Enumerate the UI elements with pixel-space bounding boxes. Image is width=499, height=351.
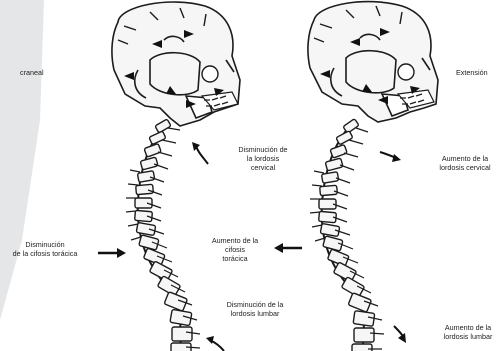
left-thoracic-right-line-3: torácica [196, 254, 274, 263]
left-cervical-line-2: la lordosis [226, 154, 300, 163]
right-lumbar-line-2: lordosis lumbar [434, 332, 499, 341]
left-lumbar-label: Disminución de la lordosis lumbar [210, 300, 300, 318]
right-lumbar-label: Aumento de la lordosis lumbar [434, 323, 499, 341]
left-arrow-icon-thoracic-left [98, 248, 126, 258]
right-spine-icon [310, 119, 384, 351]
left-skull-icon [112, 2, 240, 126]
left-arrow-icon-cervical [192, 142, 208, 164]
right-cervical-label: Aumento de la lordosis cervical [428, 154, 499, 172]
right-top-label: Extensión [456, 68, 488, 77]
left-thoracic-left-label: Disminución de la cifosis torácica [0, 240, 90, 258]
left-spine-icon [126, 119, 200, 351]
left-cervical-line-3: cervical [226, 163, 300, 172]
left-top-label: craneal [20, 68, 44, 77]
left-thoracic-left-line-2: de la cifosis torácica [0, 249, 90, 258]
right-arrow-icon-lumbar [394, 326, 406, 343]
background-panel [0, 0, 44, 320]
right-lumbar-line-1: Aumento de la [434, 323, 499, 332]
left-thoracic-right-line-2: cifosis [196, 245, 274, 254]
left-thoracic-right-label: Aumento de la cifosis torácica [196, 236, 274, 263]
right-cervical-line-1: Aumento de la [428, 154, 499, 163]
right-arrow-icon-cervical [380, 152, 401, 162]
right-skull-icon [308, 2, 438, 122]
right-cervical-line-2: lordosis cervical [428, 163, 499, 172]
left-cervical-line-1: Disminución de [226, 145, 300, 154]
left-thoracic-right-line-1: Aumento de la [196, 236, 274, 245]
left-cervical-label: Disminución de la lordosis cervical [226, 145, 300, 172]
left-thoracic-left-line-1: Disminución [0, 240, 90, 249]
left-arrow-icon-thoracic-right [274, 243, 302, 253]
left-arrow-icon-lumbar [206, 336, 224, 351]
left-lumbar-line-2: lordosis lumbar [210, 309, 300, 318]
left-lumbar-line-1: Disminución de la [210, 300, 300, 309]
